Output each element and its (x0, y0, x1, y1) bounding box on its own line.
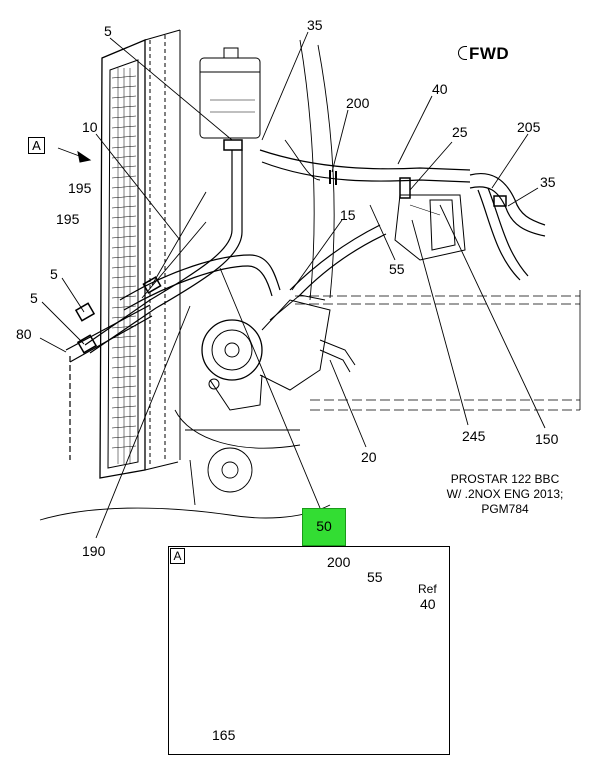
view-a-marker: A (28, 137, 45, 154)
callout-5-top: 5 (104, 23, 112, 39)
highlighted-callout-50[interactable]: 50 (302, 508, 346, 546)
forward-direction-indicator: FWD (458, 44, 509, 64)
detail-callout-165: 165 (212, 727, 236, 743)
detail-callout-40: 40 (420, 596, 436, 612)
right-component (394, 194, 466, 261)
hose-clamps (74, 139, 507, 354)
callout-190: 190 (82, 543, 106, 559)
surge-tank (199, 47, 261, 139)
fwd-label: FWD (469, 44, 510, 63)
callout-35-top: 35 (307, 17, 323, 33)
callout-20: 20 (361, 449, 377, 465)
hose-40 (259, 149, 471, 185)
callout-50-label: 50 (316, 518, 332, 534)
callout-5-mid: 5 (50, 266, 58, 282)
radiator-core (99, 29, 181, 479)
engine-edge (284, 39, 335, 301)
model-caption: PROSTAR 122 BBC W/ .2NOX ENG 2013; PGM78… (430, 472, 580, 517)
hose-205 (469, 173, 546, 281)
callout-80: 80 (16, 326, 32, 342)
callout-245: 245 (462, 428, 486, 444)
callout-25: 25 (452, 124, 468, 140)
detail-view-marker: A (170, 548, 185, 564)
hose-15 (289, 224, 387, 298)
caption-line: W/ .2NOX ENG 2013; (446, 487, 564, 501)
lower-body (39, 409, 331, 521)
detail-callout-55: 55 (367, 569, 383, 585)
callout-35-right: 35 (540, 174, 556, 190)
callout-200: 200 (346, 95, 370, 111)
callout-150: 150 (535, 431, 559, 447)
water-pump-assembly (201, 294, 356, 411)
view-arrow (77, 150, 92, 163)
hose-195 (119, 254, 281, 311)
callout-55: 55 (389, 261, 405, 277)
callout-40: 40 (432, 81, 448, 97)
leader-lines (39, 31, 546, 539)
caption-line: PROSTAR 122 BBC (450, 472, 560, 486)
caption-line: PGM784 (481, 502, 529, 516)
callout-205: 205 (517, 119, 541, 135)
frame-rail (295, 290, 581, 411)
hose-80 (65, 304, 153, 460)
detail-view-a (168, 546, 450, 755)
detail-ref-label: Ref (418, 582, 437, 596)
callout-195-b: 195 (56, 211, 80, 227)
fwd-arrow-icon (458, 46, 467, 60)
callout-15: 15 (340, 207, 356, 223)
callout-195-a: 195 (68, 180, 92, 196)
callout-10: 10 (82, 119, 98, 135)
callout-5-low: 5 (30, 290, 38, 306)
detail-callout-200: 200 (327, 554, 351, 570)
